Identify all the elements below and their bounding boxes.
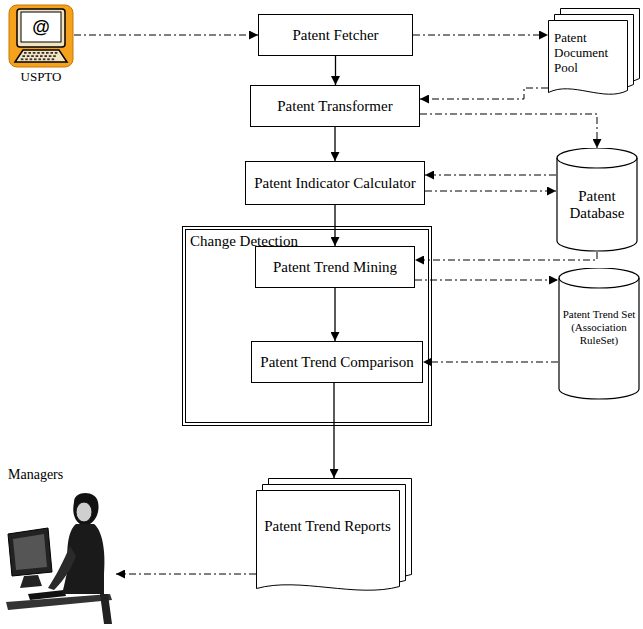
database-cylinder: Patent Trend Set (Association RuleSet) — [558, 268, 640, 400]
node-label: Patent Trend Set (Association RuleSet) — [562, 308, 636, 347]
process-box: Patent Trend Comparison — [251, 341, 423, 383]
database-cylinder: Patent Database — [556, 148, 638, 252]
keyboard — [15, 50, 67, 62]
process-flow-arrow — [334, 127, 335, 161]
node-label: Patent Trend Mining — [273, 258, 397, 276]
process-box: Patent Transformer — [250, 85, 420, 127]
document-stack: Patent Document Pool — [548, 8, 640, 104]
arm — [48, 546, 76, 590]
node-label: Patent Trend Reports — [262, 518, 393, 535]
node-label: Patent Document Pool — [554, 30, 621, 75]
icon-label: @ — [21, 17, 61, 37]
manager-icon — [4, 490, 116, 626]
data-flow-arrow — [420, 114, 597, 148]
node-label: Patent Database — [560, 188, 634, 222]
source-icon: @ USPTO — [8, 4, 74, 88]
document-page — [257, 491, 400, 591]
icon-label: USPTO — [8, 69, 74, 85]
document-page — [549, 21, 628, 95]
data-flow-arrow — [415, 252, 597, 260]
icon-label: Managers — [8, 466, 116, 484]
node-label: Patent Transformer — [277, 97, 392, 115]
node-label: Patent Indicator Calculator — [254, 174, 416, 192]
cylinder-body — [559, 268, 639, 399]
keyboard — [28, 590, 66, 600]
cylinder-rim — [557, 158, 637, 168]
user-icon: Managers — [4, 466, 116, 626]
data-flow-arrow — [420, 88, 548, 99]
process-box: Patent Trend Mining — [255, 246, 415, 288]
monitor — [8, 528, 52, 576]
chair — [100, 594, 112, 624]
monitor — [17, 9, 65, 47]
data-flow-arrow — [413, 35, 548, 36]
data-flow-arrow — [415, 280, 558, 281]
node-label: Patent Trend Comparison — [260, 353, 413, 371]
document-stack — [256, 478, 412, 600]
process-box: Patent Indicator Calculator — [245, 161, 425, 205]
face — [76, 502, 92, 522]
monitor-stand — [20, 575, 42, 588]
node-label: Patent Fetcher — [292, 26, 378, 44]
cylinder-body — [557, 148, 637, 251]
process-flow-arrow — [334, 288, 335, 341]
group-title: Change Detection — [190, 232, 298, 250]
document-stack: Patent Trend Reports — [256, 478, 412, 600]
process-box: Patent Fetcher — [258, 14, 413, 56]
hair — [73, 493, 98, 524]
keys — [21, 52, 58, 60]
icon-ground — [9, 5, 73, 67]
data-flow-arrow — [425, 191, 556, 192]
screen — [21, 12, 61, 42]
process-flow-arrow — [335, 56, 336, 85]
data-flow-arrow — [425, 175, 556, 176]
data-flow-arrow — [74, 35, 258, 36]
group-frame: Change DetectionPatent Trend MiningPaten… — [182, 226, 432, 426]
data-flow-arrow — [423, 362, 558, 363]
cylinder-rim — [559, 278, 639, 288]
data-flow-arrow — [116, 574, 256, 575]
screen — [13, 534, 47, 570]
process-flow-arrow — [333, 383, 334, 478]
